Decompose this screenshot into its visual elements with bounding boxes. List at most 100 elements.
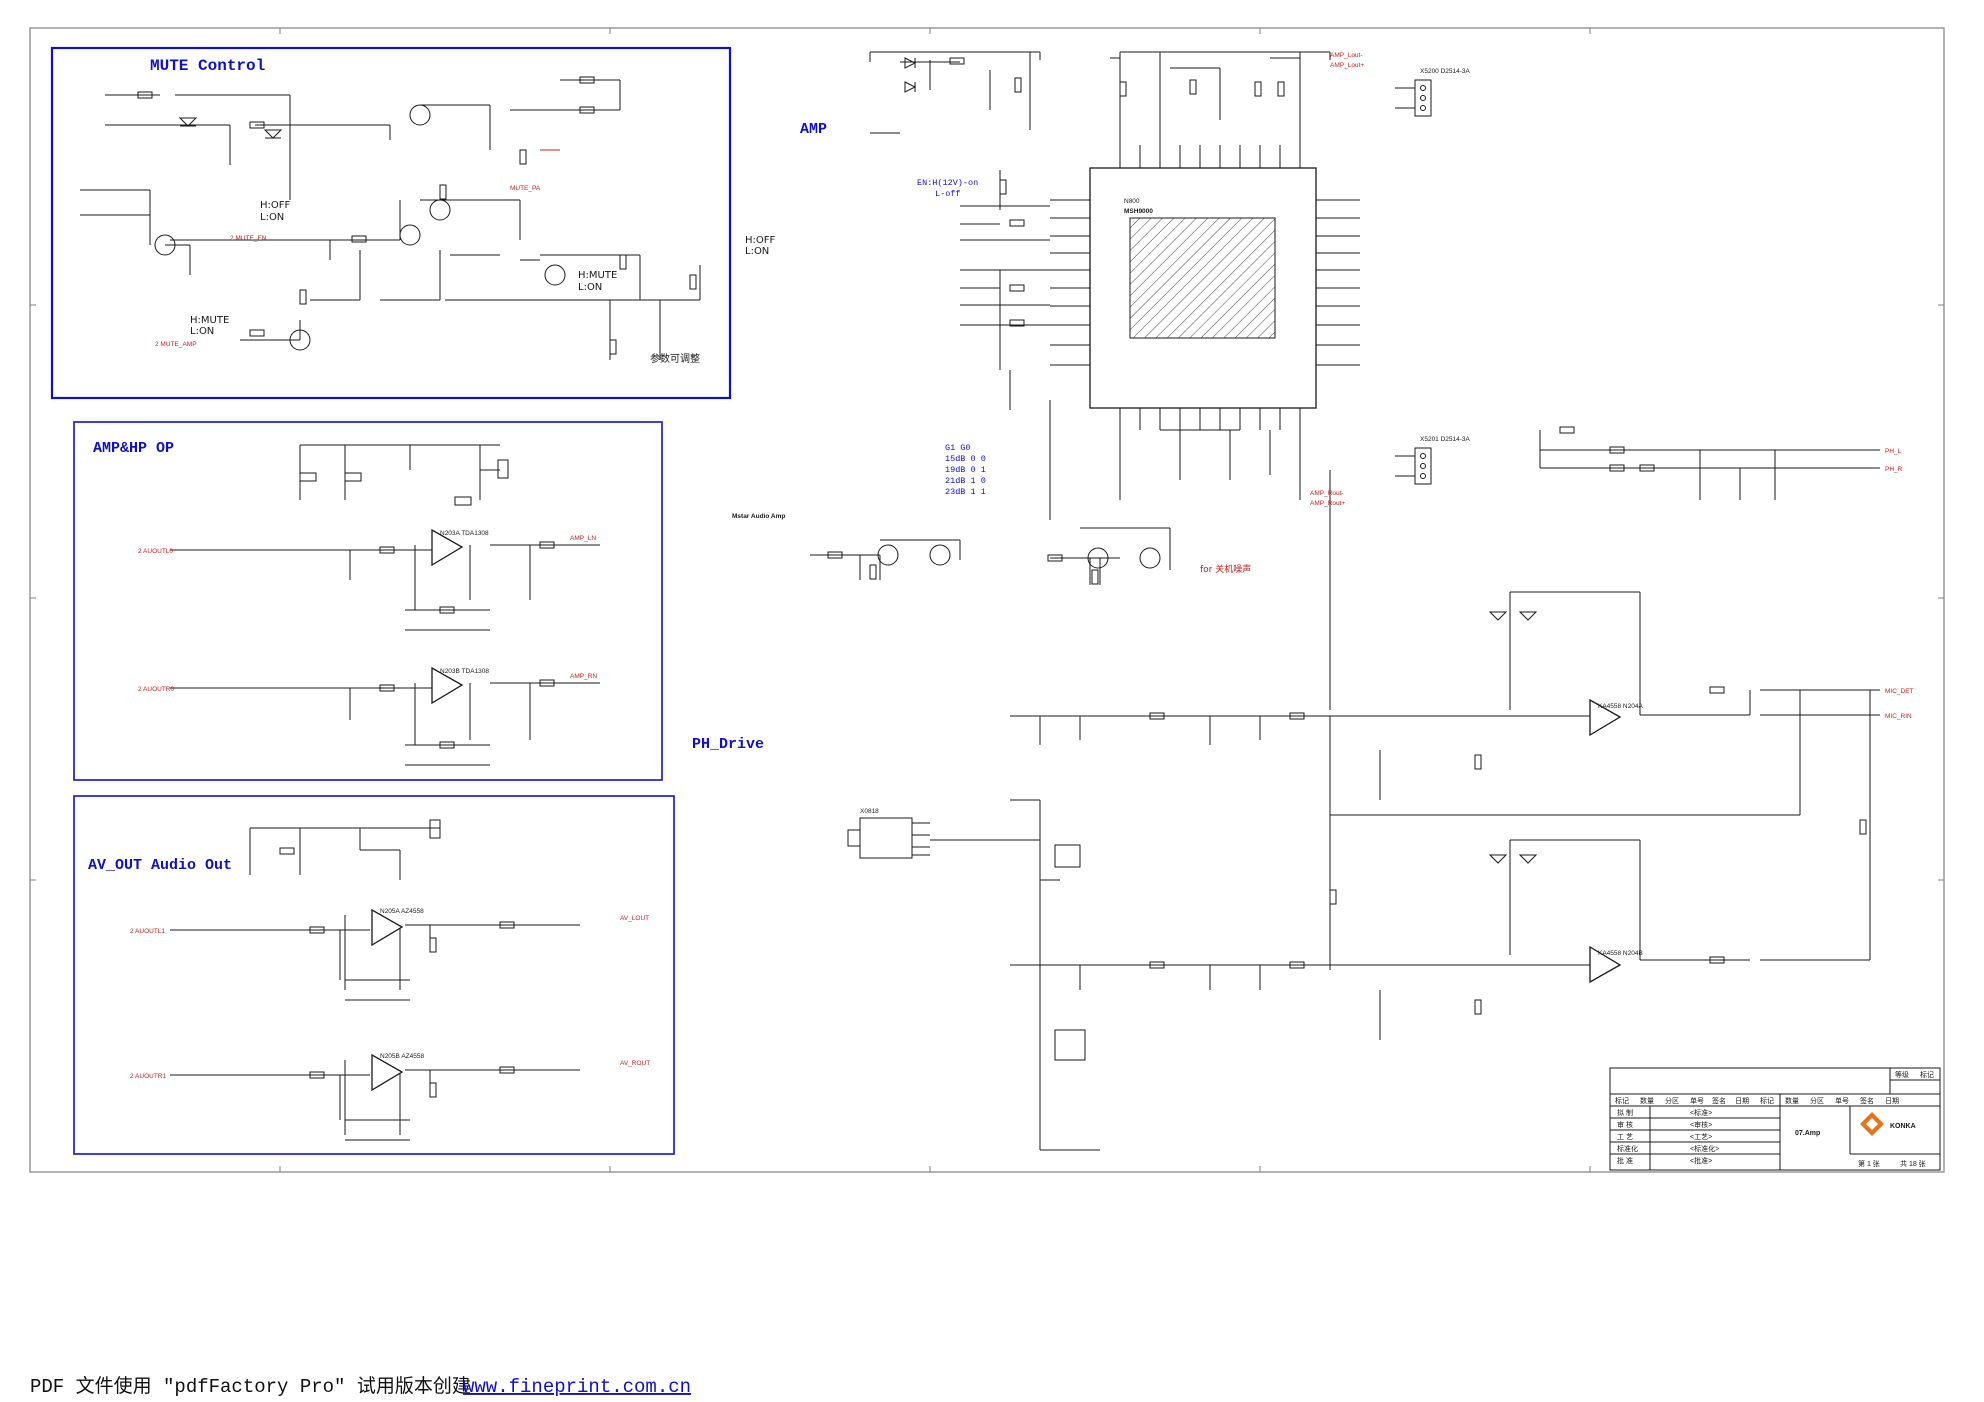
op4-label: N205B AZ4558 bbox=[380, 1053, 424, 1060]
role-1: 审 核 bbox=[1617, 1120, 1633, 1129]
role-value-0: <标准> bbox=[1690, 1108, 1712, 1117]
hmute-label-2: H:MUTE bbox=[190, 315, 229, 326]
ph-drive-circuit bbox=[1010, 470, 1880, 1151]
role-value-3: <标准化> bbox=[1690, 1144, 1719, 1153]
en-note: EN:H(12V)-on bbox=[917, 178, 978, 188]
auoutr1-net: 2 AUOUTR1 bbox=[130, 1073, 167, 1080]
amp-hp-op-circuit bbox=[170, 444, 600, 766]
mute-amp-net: 2 MUTE_AMP bbox=[155, 341, 197, 348]
ph2-label: KA4558 N204B bbox=[1598, 950, 1643, 957]
title-header-8: 分区 bbox=[1810, 1096, 1824, 1105]
title-header-6: 标记 bbox=[1760, 1096, 1774, 1105]
ph-l-net: PH_L bbox=[1885, 448, 1902, 455]
sheet-title: 07.Amp bbox=[1795, 1130, 1820, 1137]
role-0: 拟 制 bbox=[1617, 1108, 1633, 1117]
ph-drive-title: PH_Drive bbox=[692, 736, 764, 753]
role-value-4: <批准> bbox=[1690, 1156, 1712, 1165]
ph-output-filter bbox=[1539, 426, 1880, 500]
company-name: KONKA bbox=[1890, 1123, 1916, 1130]
amp-rout-m: AMP_Rout- bbox=[1310, 490, 1344, 497]
for-shutdown-note: for 关机噪声 bbox=[1200, 563, 1251, 575]
en-note-2: L-off bbox=[935, 189, 961, 199]
amp-hp-op-box bbox=[73, 421, 663, 781]
mic-rin-net: MIC_RIN bbox=[1885, 713, 1912, 720]
headphone-jack bbox=[847, 817, 1040, 859]
gain-table-row-0: G1 G0 bbox=[945, 443, 971, 453]
mstar-audio-amp-title: Mstar Audio Amp bbox=[732, 513, 785, 520]
title-header-11: 日期 bbox=[1885, 1097, 1899, 1105]
amp-chip-ref: N800 bbox=[1124, 198, 1140, 205]
title-header-5: 日期 bbox=[1735, 1097, 1749, 1105]
title-header-9: 单号 bbox=[1835, 1096, 1849, 1105]
x5201-label: X5201 D2514-3A bbox=[1420, 436, 1471, 443]
title-header-10: 签名 bbox=[1860, 1096, 1874, 1105]
mute-control-box bbox=[50, 46, 732, 400]
role-2: 工 艺 bbox=[1617, 1133, 1633, 1141]
lon-label: L:ON bbox=[260, 212, 284, 223]
frame-ticks bbox=[30, 28, 1944, 1172]
title-header-2: 分区 bbox=[1665, 1096, 1679, 1105]
speaker-connector-l bbox=[1395, 79, 1432, 117]
lon-label-4: L:ON bbox=[745, 246, 769, 257]
auoutr0-net: 2 AUOUTR0 bbox=[138, 686, 175, 693]
param-adjust-note: 参数可调整 bbox=[650, 352, 700, 365]
lon2-label: L:ON bbox=[578, 282, 602, 293]
mark-label: 标记 bbox=[1920, 1070, 1934, 1079]
mstar-audio-amp-circuit bbox=[810, 527, 1171, 585]
title-header-0: 标记 bbox=[1615, 1096, 1629, 1105]
av-out-title: AV_OUT Audio Out bbox=[88, 857, 232, 874]
speaker-connector-r bbox=[1395, 447, 1432, 485]
title-block bbox=[1609, 1067, 1941, 1171]
op1-label: N203A TDA1308 bbox=[440, 530, 489, 537]
page-number: 第 1 张 bbox=[1858, 1159, 1880, 1168]
title-header-1: 数量 bbox=[1640, 1096, 1654, 1105]
gain-table-row-4: 23dB 1 1 bbox=[945, 487, 986, 497]
x5200-label: X5200 D2514-3A bbox=[1420, 68, 1471, 75]
amp-hp-op-title: AMP&HP OP bbox=[93, 440, 174, 457]
konka-logo-icon bbox=[1860, 1112, 1884, 1136]
grade-label: 等级 bbox=[1895, 1070, 1909, 1079]
lon-label-3: L:ON bbox=[190, 326, 214, 337]
op3-label: N205A AZ4558 bbox=[380, 908, 424, 915]
amp-lout-p: AMP_Lout+ bbox=[1330, 62, 1364, 69]
total-pages: 共 18 张 bbox=[1900, 1159, 1926, 1168]
hoff-label: H:OFF bbox=[260, 200, 291, 211]
av-lout-net: AV_LOUT bbox=[620, 915, 649, 922]
footer-text: PDF 文件使用 "pdfFactory Pro" 试用版本创建 bbox=[30, 1375, 471, 1398]
op2-label: N203B TDA1308 bbox=[440, 668, 489, 675]
title-header-3: 单号 bbox=[1690, 1096, 1704, 1105]
x0818-label: X0818 bbox=[860, 808, 879, 815]
amp-rout-p: AMP_Rout+ bbox=[1310, 500, 1345, 507]
mute-pa-net: MUTE_PA bbox=[510, 185, 541, 192]
title-header-4: 签名 bbox=[1712, 1096, 1726, 1105]
amp-rn-net: AMP_RN bbox=[570, 673, 597, 680]
amp-ln-net: AMP_LN bbox=[570, 535, 596, 542]
amp-chip-name: MSH9000 bbox=[1124, 208, 1153, 215]
av-out-box bbox=[73, 795, 675, 1155]
hoff-label-2: H:OFF bbox=[745, 235, 776, 246]
gain-table-row-1: 15dB 0 0 bbox=[945, 454, 986, 464]
amp-chip-pins bbox=[960, 145, 1360, 520]
role-value-2: <工艺> bbox=[1690, 1133, 1712, 1141]
role-4: 批 准 bbox=[1617, 1156, 1633, 1165]
footer-link[interactable]: www.fineprint.com.cn bbox=[463, 1376, 691, 1398]
ph1-label: KA4558 N204A bbox=[1598, 703, 1643, 710]
amp-lout-m: AMP_Lout- bbox=[1330, 52, 1363, 59]
av-out-circuit bbox=[170, 819, 580, 1141]
drawing-frame bbox=[29, 27, 1945, 1173]
mute-en-net: 2 MUTE_EN bbox=[230, 235, 267, 242]
auoutl0-net: 2 AUOUTL0 bbox=[138, 548, 173, 555]
gain-table-row-2: 19dB 0 1 bbox=[945, 465, 986, 475]
av-rout-net: AV_ROUT bbox=[620, 1060, 650, 1067]
hmute-label: H:MUTE bbox=[578, 270, 617, 281]
ph-r-net: PH_R bbox=[1885, 466, 1903, 473]
amp-chip-hatch bbox=[1129, 217, 1276, 339]
role-value-1: <审核> bbox=[1690, 1120, 1712, 1129]
amp-power-circuit bbox=[869, 51, 1331, 160]
role-3: 标准化 bbox=[1617, 1144, 1638, 1153]
mute-control-title: MUTE Control bbox=[150, 57, 265, 75]
gain-table-row-3: 21dB 1 0 bbox=[945, 476, 986, 486]
mic-det-net: MIC_DET bbox=[1885, 688, 1914, 695]
mute-control-circuit bbox=[80, 76, 701, 360]
